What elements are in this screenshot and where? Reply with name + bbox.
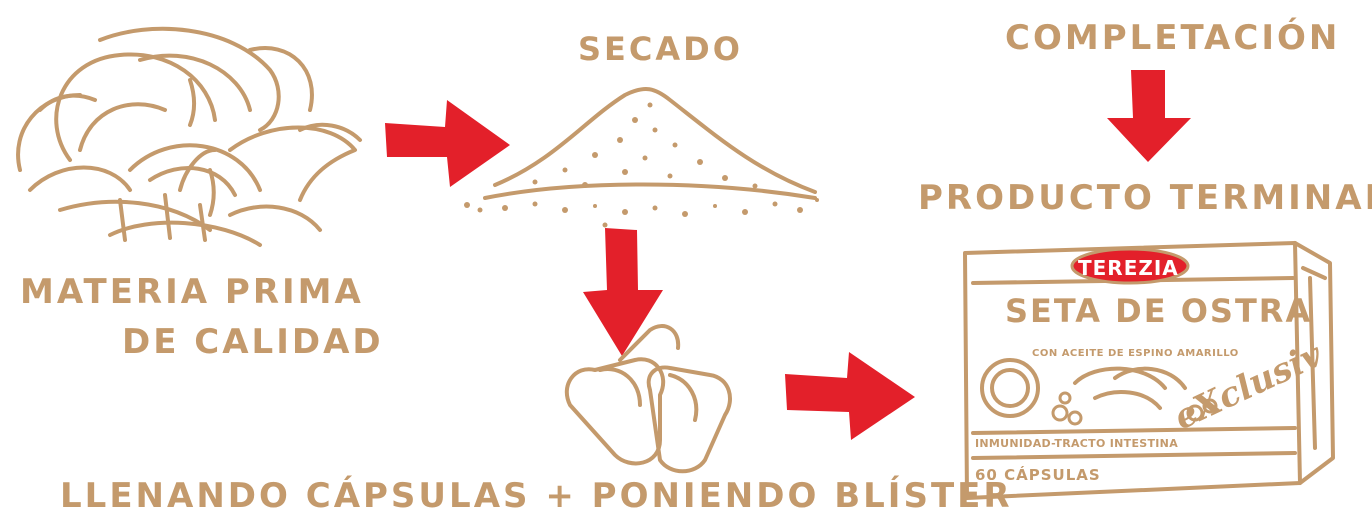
arrow-right-to-drying [385, 100, 510, 187]
filling-label: LLENANDO CÁPSULAS + PONIENDO BLÍSTER [60, 476, 1013, 516]
arrow-down-to-capsules [583, 228, 663, 356]
product-name: SETA DE OSTRA [1005, 292, 1313, 330]
arrow-down-to-finished-product [1107, 70, 1191, 162]
arrow-right-to-product [785, 352, 915, 440]
product-box-illustration [963, 241, 1335, 500]
oyster-mushroom-illustration [16, 26, 362, 247]
raw-material-label-line2: DE CALIDAD [122, 322, 384, 362]
product-benefit: INMUNIDAD-TRACTO INTESTINA [975, 437, 1179, 450]
brand-logo: TEREZIA [1078, 256, 1179, 280]
raw-material-label-line1: MATERIA PRIMA [20, 272, 364, 312]
product-subtitle: CON ACEITE DE ESPINO AMARILLO [1032, 348, 1239, 359]
finished-product-label: PRODUCTO TERMINADO [918, 178, 1372, 218]
completion-label: COMPLETACIÓN [1005, 18, 1341, 58]
product-quantity: 60 CÁPSULAS [975, 466, 1101, 484]
capsules-illustration [564, 324, 732, 474]
powder-pile-illustration [464, 87, 819, 228]
drying-label: SECADO [578, 30, 743, 68]
